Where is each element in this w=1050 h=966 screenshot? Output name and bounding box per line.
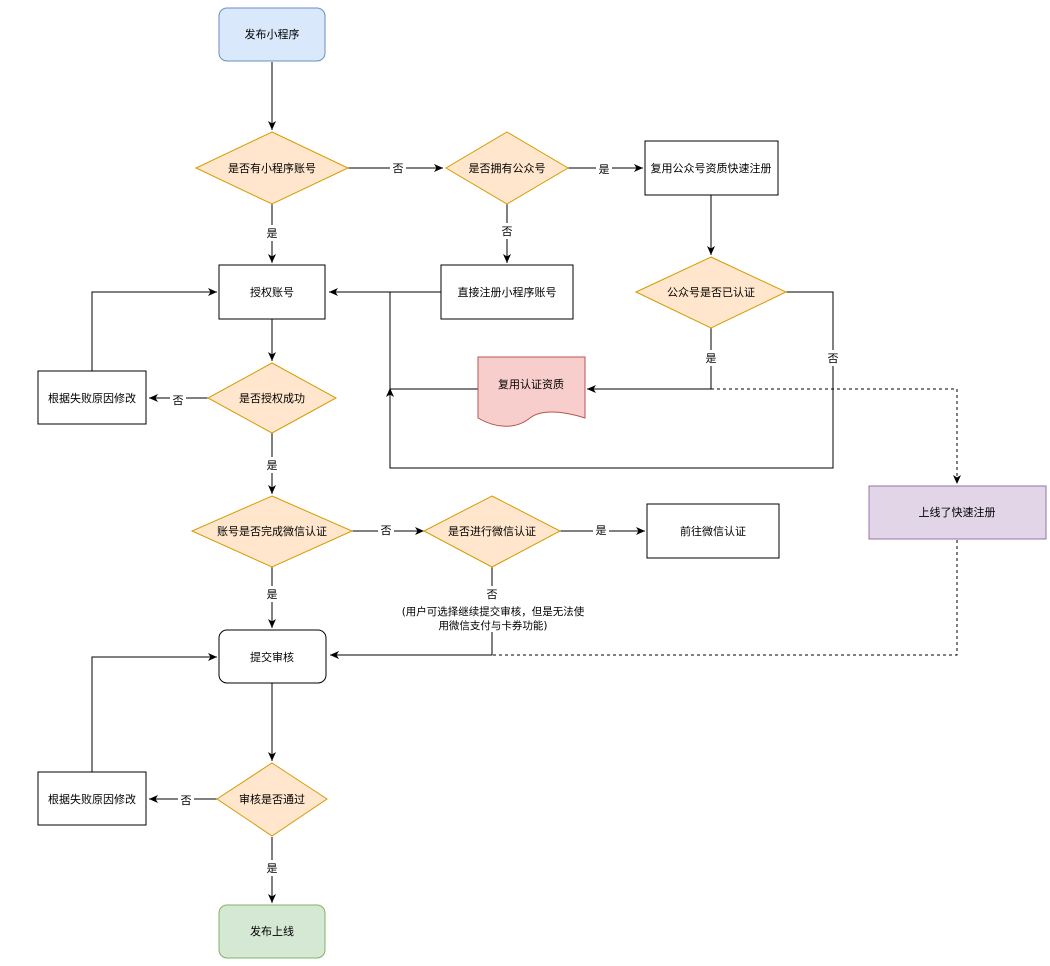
node-publish-online: 发布上线 bbox=[218, 904, 326, 959]
edge-oa-verified-to-reuse bbox=[587, 328, 712, 393]
node-has-official-account: 是否拥有公众号 bbox=[445, 131, 569, 205]
edge-label-no: 否 bbox=[181, 794, 192, 807]
node-direct-register: 直接注册小程序账号 bbox=[440, 264, 574, 320]
node-label: 根据失败原因修改 bbox=[48, 792, 136, 806]
edge-oa-verified-no-loop bbox=[386, 291, 834, 469]
node-fix-by-reason-1: 根据失败原因修改 bbox=[37, 370, 147, 425]
edge-label-no: 否 bbox=[502, 225, 513, 238]
edge-label-yes: 是 bbox=[596, 524, 607, 537]
node-label: 根据失败原因修改 bbox=[48, 391, 136, 405]
node-label: 发布小程序 bbox=[245, 27, 300, 41]
edge-label-yes: 是 bbox=[267, 459, 278, 472]
edge-label-no: 否 bbox=[173, 394, 184, 407]
nodes: 发布小程序 是否有小程序账号 是否拥有公众号 复用公众号资质快速注册 授权账号 … bbox=[37, 7, 1047, 959]
edge-label-yes: 是 bbox=[267, 862, 278, 875]
edge-dashed-launched-to-submit bbox=[492, 540, 958, 656]
node-account-wechat-verified: 账号是否完成微信认证 bbox=[190, 495, 354, 568]
edge-fix2-to-submit bbox=[91, 653, 217, 772]
node-goto-wechat-verify: 前往微信认证 bbox=[646, 503, 780, 559]
node-label: 是否进行微信认证 bbox=[448, 524, 536, 538]
edge-label-yes: 是 bbox=[706, 352, 717, 365]
edge-label-yes: 是 bbox=[267, 227, 278, 240]
edge-label-no: 否 bbox=[393, 162, 404, 175]
node-label: 是否授权成功 bbox=[239, 391, 305, 405]
node-reuse-verification: 复用认证资质 bbox=[477, 356, 586, 427]
node-label: 前往微信认证 bbox=[680, 524, 746, 538]
edge-dashed-to-launched bbox=[711, 388, 961, 484]
node-label: 授权账号 bbox=[250, 285, 294, 299]
node-label: 直接注册小程序账号 bbox=[458, 285, 557, 299]
node-review-passed: 审核是否通过 bbox=[216, 762, 328, 837]
node-label: 账号是否完成微信认证 bbox=[217, 524, 327, 538]
node-fix-by-reason-2: 根据失败原因修改 bbox=[37, 771, 147, 826]
node-label: 提交审核 bbox=[250, 650, 294, 664]
node-publish-miniprogram: 发布小程序 bbox=[218, 7, 326, 62]
node-label: 发布上线 bbox=[250, 924, 294, 938]
edge-label-yes: 是 bbox=[267, 588, 278, 601]
edge-label-yes: 是 bbox=[599, 163, 610, 176]
node-submit-review: 提交审核 bbox=[218, 629, 327, 684]
edge-fix1-to-authorize bbox=[91, 288, 217, 371]
note-line-2: 用微信支付与卡券功能) bbox=[438, 619, 547, 632]
node-label: 上线了快速注册 bbox=[919, 505, 996, 519]
edge-label-no: 否 bbox=[487, 588, 498, 601]
edge-label-no: 否 bbox=[828, 352, 839, 365]
node-do-wechat-verify: 是否进行微信认证 bbox=[422, 495, 562, 568]
note-line-1: (用户可选择继续提交审核，但是无法使 bbox=[402, 605, 585, 618]
node-oa-verified: 公众号是否已认证 bbox=[634, 256, 788, 329]
node-label: 是否拥有公众号 bbox=[469, 161, 546, 175]
node-label: 复用认证资质 bbox=[498, 377, 564, 391]
node-label: 公众号是否已认证 bbox=[667, 286, 755, 299]
node-label: 审核是否通过 bbox=[239, 792, 305, 806]
node-quick-register-launched: 上线了快速注册 bbox=[868, 485, 1047, 540]
node-authorize-account: 授权账号 bbox=[218, 264, 326, 320]
node-label: 是否有小程序账号 bbox=[228, 161, 316, 175]
edge-labels: 否 是 是 否 是 否 否 是 否 是 是 否 (用户可选择继续提交审核，但是无… bbox=[170, 160, 841, 876]
edge-label-no: 否 bbox=[381, 524, 392, 537]
node-has-account: 是否有小程序账号 bbox=[194, 131, 350, 205]
node-authorize-success: 是否授权成功 bbox=[206, 362, 338, 434]
node-reuse-quick-register: 复用公众号资质快速注册 bbox=[644, 140, 779, 196]
node-label: 复用公众号资质快速注册 bbox=[651, 161, 772, 175]
